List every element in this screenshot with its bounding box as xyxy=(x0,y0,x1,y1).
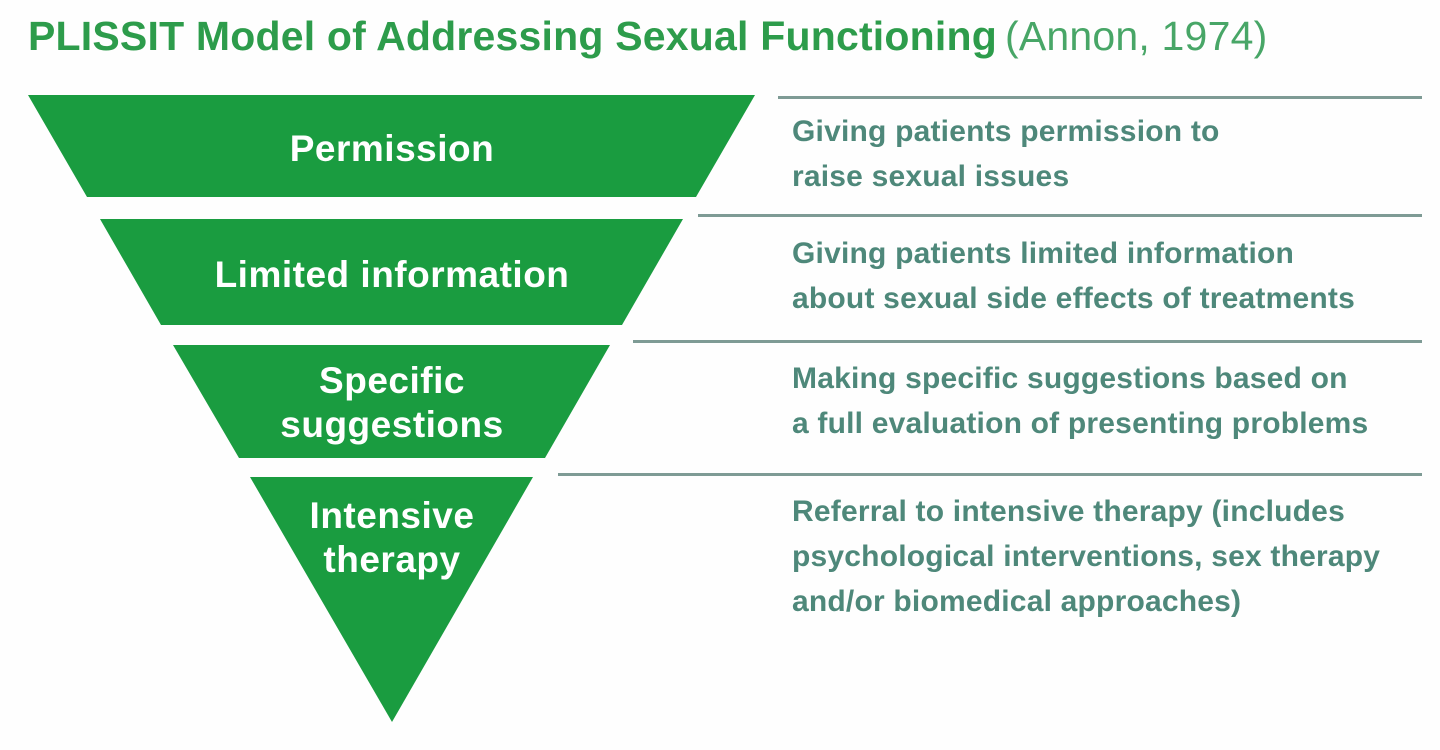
description-intensive-therapy-text: Referral to intensive therapy (includes … xyxy=(792,489,1422,624)
funnel-label-permission: Permission xyxy=(290,128,494,169)
funnel-label-intensive-line2: therapy xyxy=(323,539,460,580)
description-permission: Giving patients permission to raise sexu… xyxy=(778,96,1422,199)
description-specific-suggestions-text: Making specific suggestions based on a f… xyxy=(792,356,1422,446)
funnel-label-limited-information: Limited information xyxy=(215,254,570,295)
description-intensive-therapy: Referral to intensive therapy (includes … xyxy=(558,473,1422,624)
description-line: and/or biomedical approaches) xyxy=(792,585,1242,618)
funnel-level-specific-suggestions-shape xyxy=(173,345,610,458)
description-permission-text: Giving patients permission to raise sexu… xyxy=(792,109,1422,199)
description-line: Referral to intensive therapy (includes xyxy=(792,495,1345,528)
description-line: psychological interventions, sex therapy xyxy=(792,540,1381,573)
funnel-label-specific-line1: Specific xyxy=(319,360,465,401)
description-line: raise sexual issues xyxy=(792,160,1070,193)
funnel-level-intensive-therapy-shape xyxy=(250,477,533,722)
title-citation: (Annon, 1974) xyxy=(1004,13,1268,59)
description-specific-suggestions: Making specific suggestions based on a f… xyxy=(633,340,1422,446)
funnel-label-specific-line2: suggestions xyxy=(280,404,503,445)
description-limited-information: Giving patients limited information abou… xyxy=(698,214,1422,321)
page-title: PLISSIT Model of Addressing Sexual Funct… xyxy=(28,12,1267,60)
funnel-level-permission-shape xyxy=(28,95,755,197)
description-line: a full evaluation of presenting problems xyxy=(792,407,1369,440)
funnel-label-intensive-line1: Intensive xyxy=(310,495,475,536)
funnel-level-limited-information-shape xyxy=(100,219,683,325)
title-main-text: PLISSIT Model of Addressing Sexual Funct… xyxy=(28,13,997,59)
description-line: Making specific suggestions based on xyxy=(792,362,1348,395)
description-line: Giving patients limited information xyxy=(792,237,1295,270)
description-line: Giving patients permission to xyxy=(792,115,1220,148)
description-line: about sexual side effects of treatments xyxy=(792,282,1355,315)
description-limited-information-text: Giving patients limited information abou… xyxy=(792,231,1422,321)
